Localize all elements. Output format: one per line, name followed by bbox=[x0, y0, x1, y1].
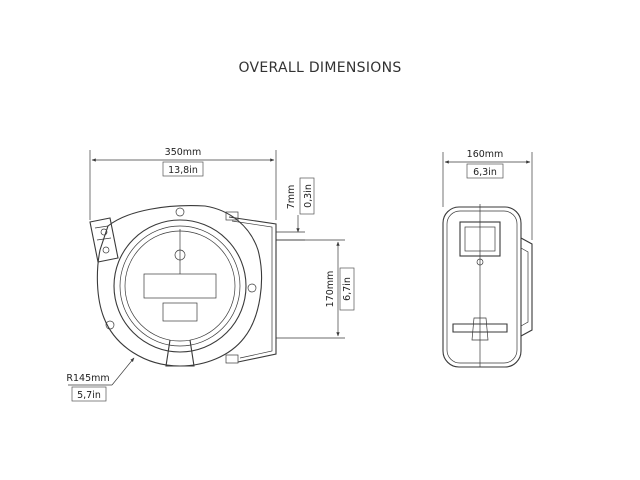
bracket-clip-bottom bbox=[225, 354, 239, 364]
lower-label-panel bbox=[162, 302, 198, 322]
radius-mm-label: R145mm bbox=[66, 373, 109, 384]
housing-screw-icon bbox=[175, 207, 185, 217]
reel-housing bbox=[96, 205, 263, 367]
bracket-clip-top bbox=[225, 211, 239, 221]
side-housing-inner bbox=[446, 210, 518, 364]
width-dimension: 350mm 13,8in bbox=[89, 147, 277, 220]
radius-in-label: 5,7in bbox=[77, 390, 101, 401]
bracket-in-label: 6,7in bbox=[342, 277, 353, 301]
leader-arrow bbox=[111, 357, 135, 386]
offset-in-label: 0,3in bbox=[303, 184, 314, 208]
radius-in-box bbox=[71, 386, 107, 402]
drawing-title: OVERALL DIMENSIONS bbox=[238, 60, 402, 76]
side-bracket bbox=[520, 237, 533, 337]
side-housing bbox=[442, 206, 522, 368]
housing-screw-icon bbox=[105, 320, 115, 330]
hose-guide-ribs bbox=[94, 225, 112, 241]
bracket-dimension: 170mm 6,7in bbox=[276, 239, 355, 339]
front-view bbox=[89, 205, 277, 367]
drum-outer-ring bbox=[113, 219, 247, 353]
side-bracket-inner bbox=[520, 247, 529, 327]
depth-dimension: 160mm 6,3in bbox=[442, 149, 533, 240]
housing-screw-icon bbox=[247, 283, 257, 293]
bottom-foot bbox=[165, 339, 195, 367]
width-mm-label: 350mm bbox=[165, 147, 202, 158]
center-label-panel bbox=[143, 273, 217, 299]
wall-bracket bbox=[228, 216, 277, 363]
depth-in-label: 6,3in bbox=[473, 167, 497, 178]
side-handle-grip bbox=[471, 317, 489, 341]
depth-in-box bbox=[466, 163, 504, 179]
side-view bbox=[442, 204, 533, 368]
width-in-box bbox=[162, 161, 204, 177]
radius-dimension: R145mm 5,7in bbox=[66, 357, 135, 402]
hose-guide bbox=[89, 217, 119, 263]
drum-ring-2 bbox=[119, 225, 241, 347]
bracket-in-box bbox=[339, 267, 355, 311]
depth-mm-label: 160mm bbox=[467, 149, 504, 160]
offset-dimension: 7mm 0,3in bbox=[276, 177, 315, 241]
bracket-mm-label: 170mm bbox=[325, 271, 336, 308]
offset-mm-label: 7mm bbox=[286, 185, 297, 210]
width-in-label: 13,8in bbox=[168, 165, 198, 176]
wall-bracket-inner bbox=[231, 220, 273, 359]
offset-in-box bbox=[299, 177, 315, 215]
side-handle bbox=[452, 323, 508, 333]
side-screw-icon bbox=[476, 258, 484, 266]
guide-screw-icon bbox=[100, 228, 108, 236]
guide-screw-icon bbox=[102, 246, 110, 254]
